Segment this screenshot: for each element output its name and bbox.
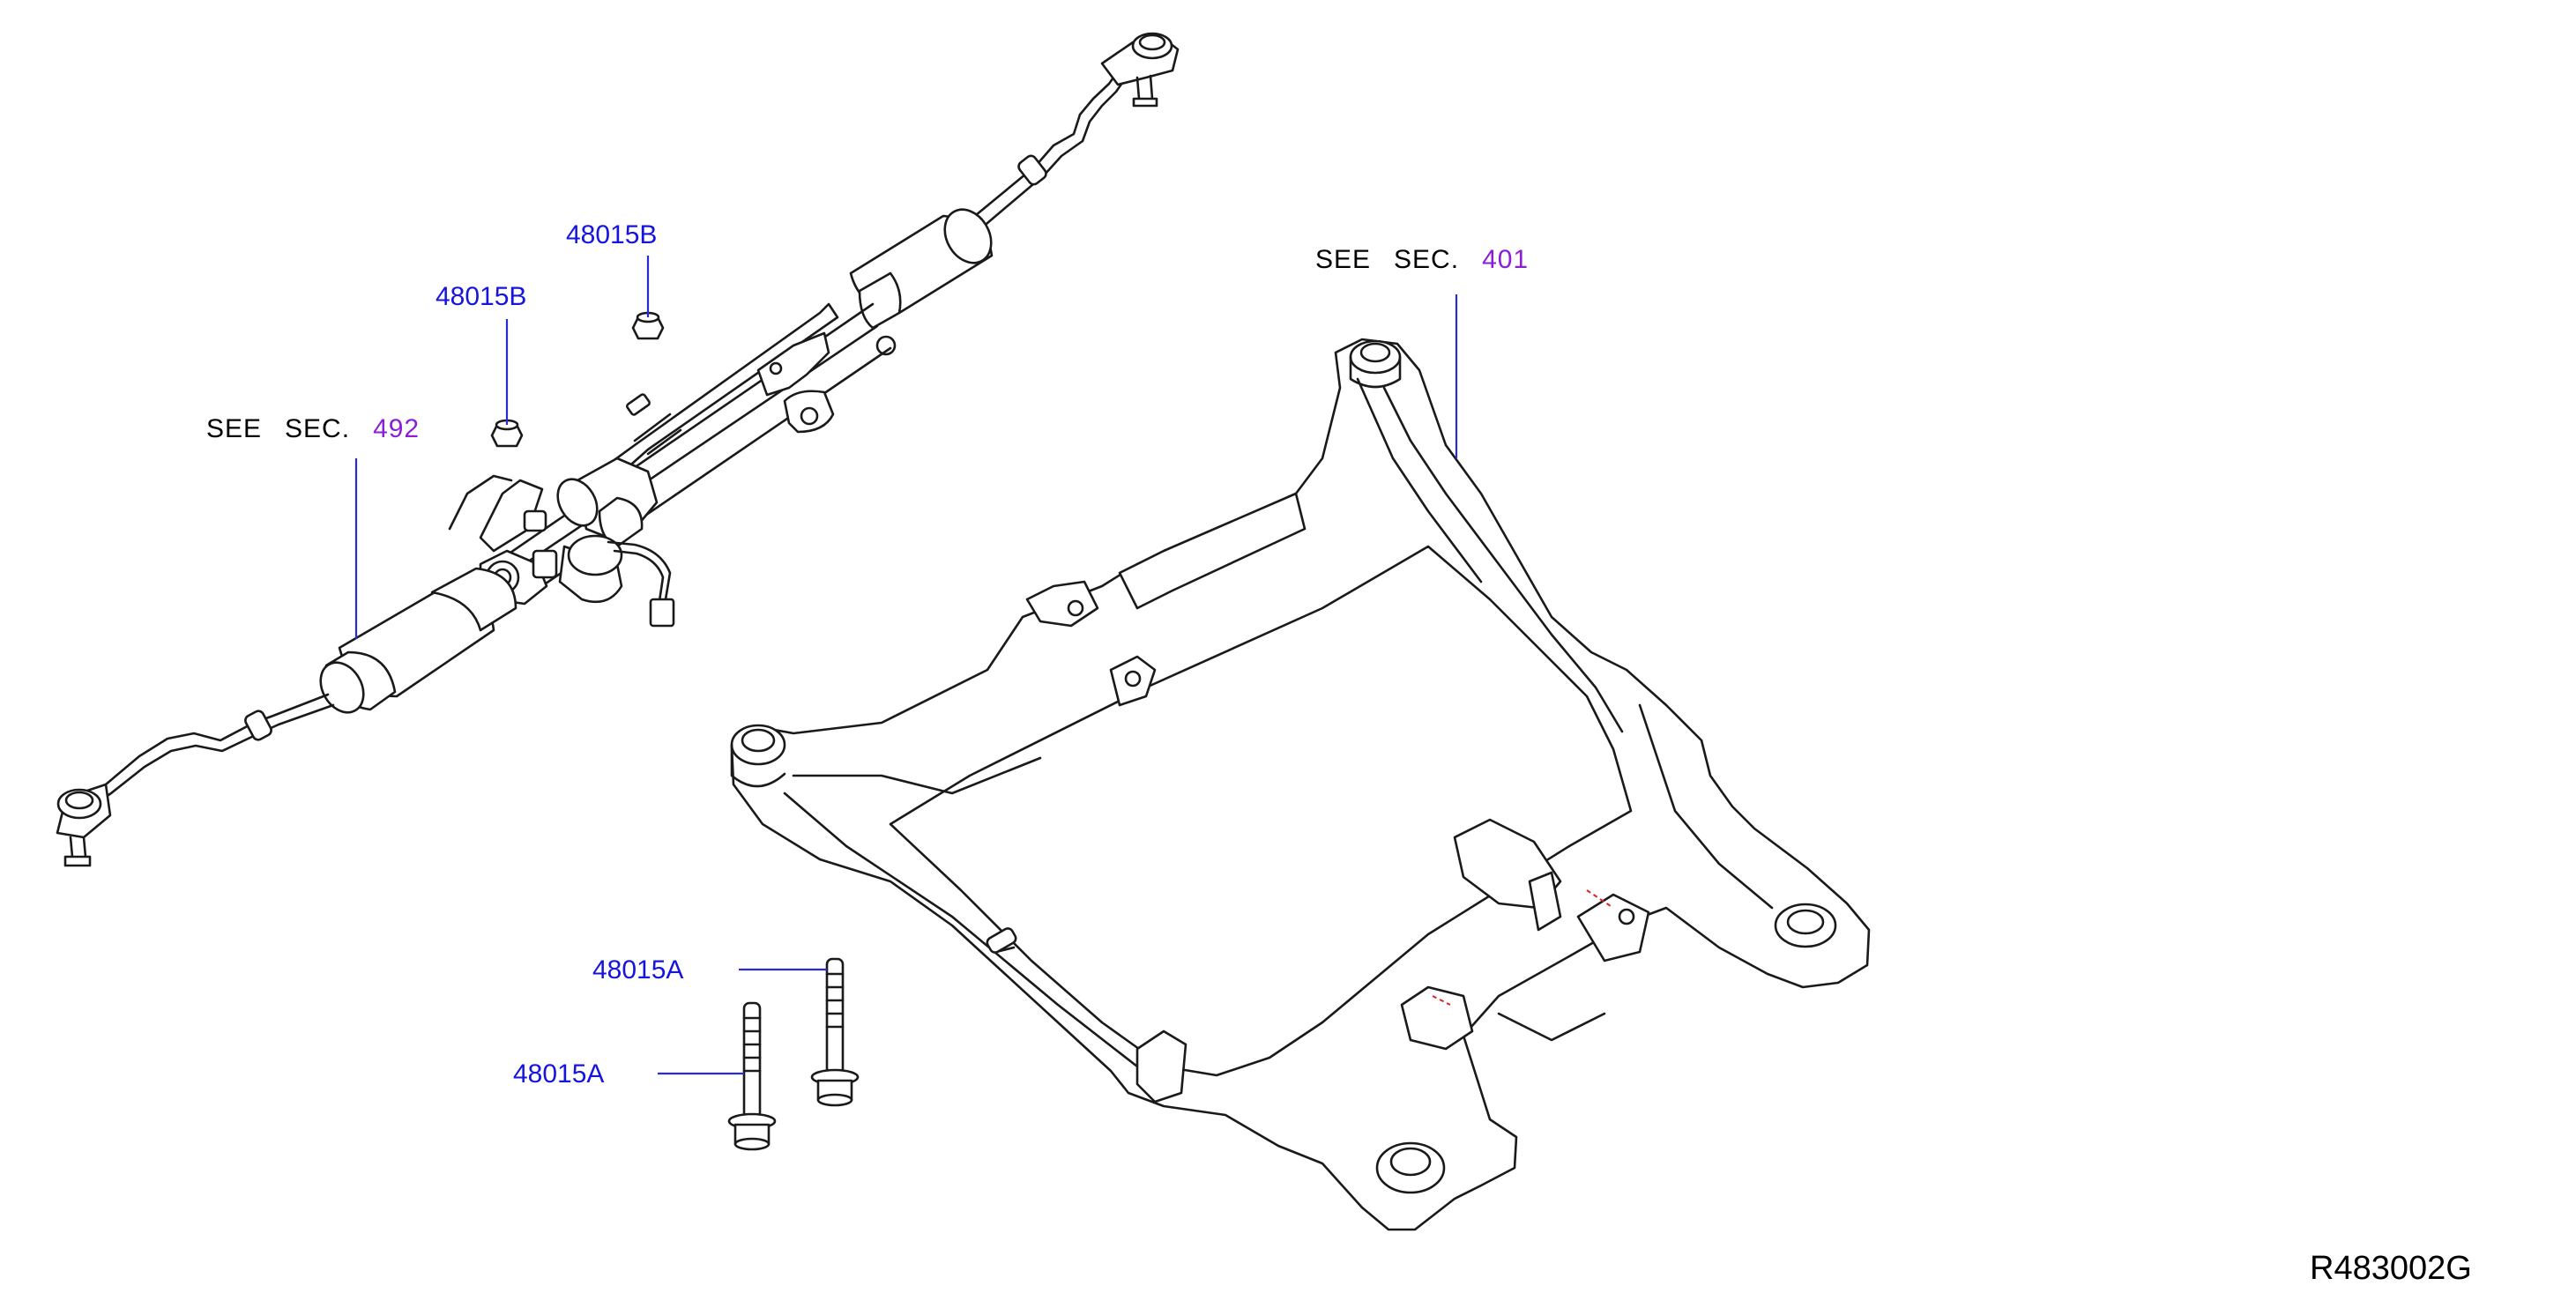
front-suspension-member xyxy=(730,338,1871,1231)
sec-text: SEC. xyxy=(1394,245,1460,274)
sec-text: SEC. xyxy=(285,414,351,443)
see-sec-401-label: SEE SEC. 401 xyxy=(1315,247,1529,273)
callout-48015a-right[interactable]: 48015A xyxy=(592,955,684,985)
see-text: SEE xyxy=(206,414,263,443)
bolt-48015a-right-icon xyxy=(810,957,860,1107)
section-401-link[interactable]: 401 xyxy=(1482,245,1530,274)
see-text: SEE xyxy=(1315,245,1372,274)
nut-48015b-top-icon xyxy=(631,311,665,340)
callout-48015a-left[interactable]: 48015A xyxy=(513,1059,605,1089)
steering-gear-assembly xyxy=(56,32,1180,867)
leader-lines xyxy=(354,256,1458,1075)
bolt-48015a-left-icon xyxy=(727,1001,777,1151)
see-sec-492-label: SEE SEC. 492 xyxy=(206,416,420,442)
callout-48015b-top[interactable]: 48015B xyxy=(566,220,658,249)
callout-48015b-left[interactable]: 48015B xyxy=(436,282,527,311)
section-492-link[interactable]: 492 xyxy=(373,414,421,443)
diagram-reference-code: R483002G xyxy=(2310,1250,2472,1287)
